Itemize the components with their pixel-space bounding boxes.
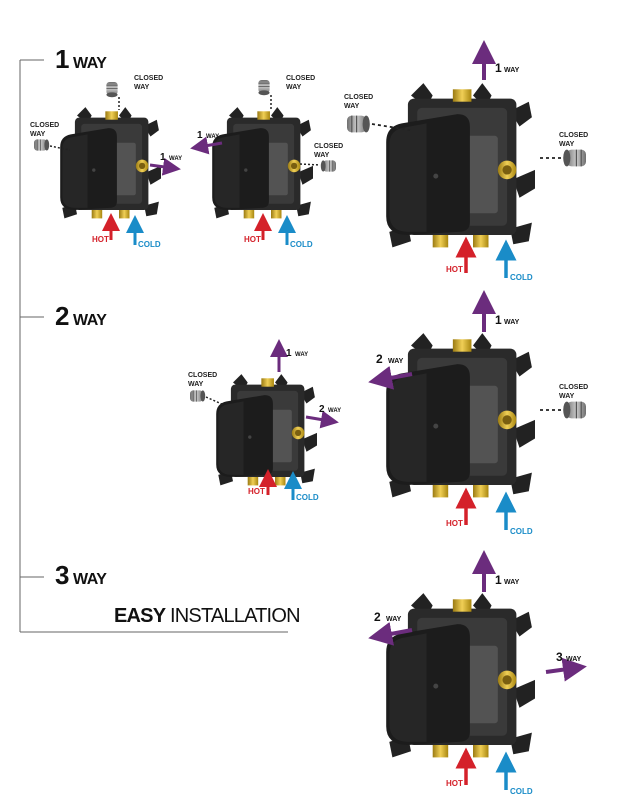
way-label: WAY [559,141,575,148]
way-label: WAY [344,103,360,110]
hot-label: HOT [248,487,265,496]
valve-3way-large: 1 WAY 2 WAY 3 WAY HOT COLD [368,550,587,796]
hot-label: HOT [244,235,261,244]
valve-2way-small: 1 WAY 2 WAY CLOSED WAY HOT COLD [188,339,341,502]
hot-label: HOT [446,779,463,788]
closed-label: CLOSED [344,94,373,101]
outlet-number: 1 [160,152,166,163]
section-number: 1 [55,44,69,74]
way-label: WAY [504,319,520,326]
way-label: WAY [295,352,308,358]
valve-2way-large: 1 WAY 2 WAY CLOSED WAY HOT COLD [368,290,588,536]
way-label: WAY [169,156,182,162]
closed-label: CLOSED [134,75,163,82]
section-number: 2 [55,301,69,331]
outlet-number: 1 [286,348,292,359]
outlet-number: 3 [556,650,563,664]
outlet-number: 1 [495,61,502,75]
way-label: WAY [134,84,150,91]
outlet-number: 1 [495,573,502,587]
easy-installation-caption: EASY INSTALLATION [114,605,301,628]
section-bracket [19,59,288,633]
installation-word: INSTALLATION [170,605,300,627]
hot-label: HOT [446,265,463,274]
closed-label: CLOSED [30,122,59,129]
cold-label: COLD [510,787,533,796]
cold-label: COLD [296,493,319,502]
closed-label: CLOSED [559,132,588,139]
outlet-number: 2 [376,352,383,366]
way-label: WAY [559,393,575,400]
closed-label: CLOSED [188,372,217,379]
valve-1way-b: CLOSED WAY CLOSED WAY 1 WAY HOT COLD [190,75,343,249]
way-label: WAY [30,131,46,138]
cold-label: COLD [290,240,313,249]
cold-label: COLD [138,240,161,249]
way-label: WAY [328,408,341,414]
section-word: WAY [72,55,107,72]
way-label: WAY [206,134,219,140]
way-label: WAY [286,84,302,91]
way-label: WAY [386,616,402,623]
way-label: WAY [504,67,520,74]
valve-1way-large: 1 WAY CLOSED WAY CLOSED WAY HOT COLD [344,40,588,282]
hot-label: HOT [446,519,463,528]
closed-label: CLOSED [286,75,315,82]
outlet-number: 1 [197,130,203,141]
outlet-number: 1 [495,313,502,327]
section-word: WAY [72,571,107,588]
outlet-number: 2 [374,610,381,624]
easy-word: EASY [114,605,166,627]
closed-label: CLOSED [314,143,343,150]
section-word: WAY [72,312,107,329]
way-label: WAY [388,358,404,365]
outlet-number: 2 [319,404,325,415]
way-label: WAY [188,381,204,388]
way-label: WAY [566,656,582,663]
hot-label: HOT [92,235,109,244]
cold-label: COLD [510,273,533,282]
valve-1way-a: CLOSED WAY CLOSED WAY 1 WAY HOT COLD [30,75,182,249]
closed-label: CLOSED [559,384,588,391]
section-number: 3 [55,560,69,590]
way-label: WAY [504,579,520,586]
cold-label: COLD [510,527,533,536]
way-label: WAY [314,152,330,159]
